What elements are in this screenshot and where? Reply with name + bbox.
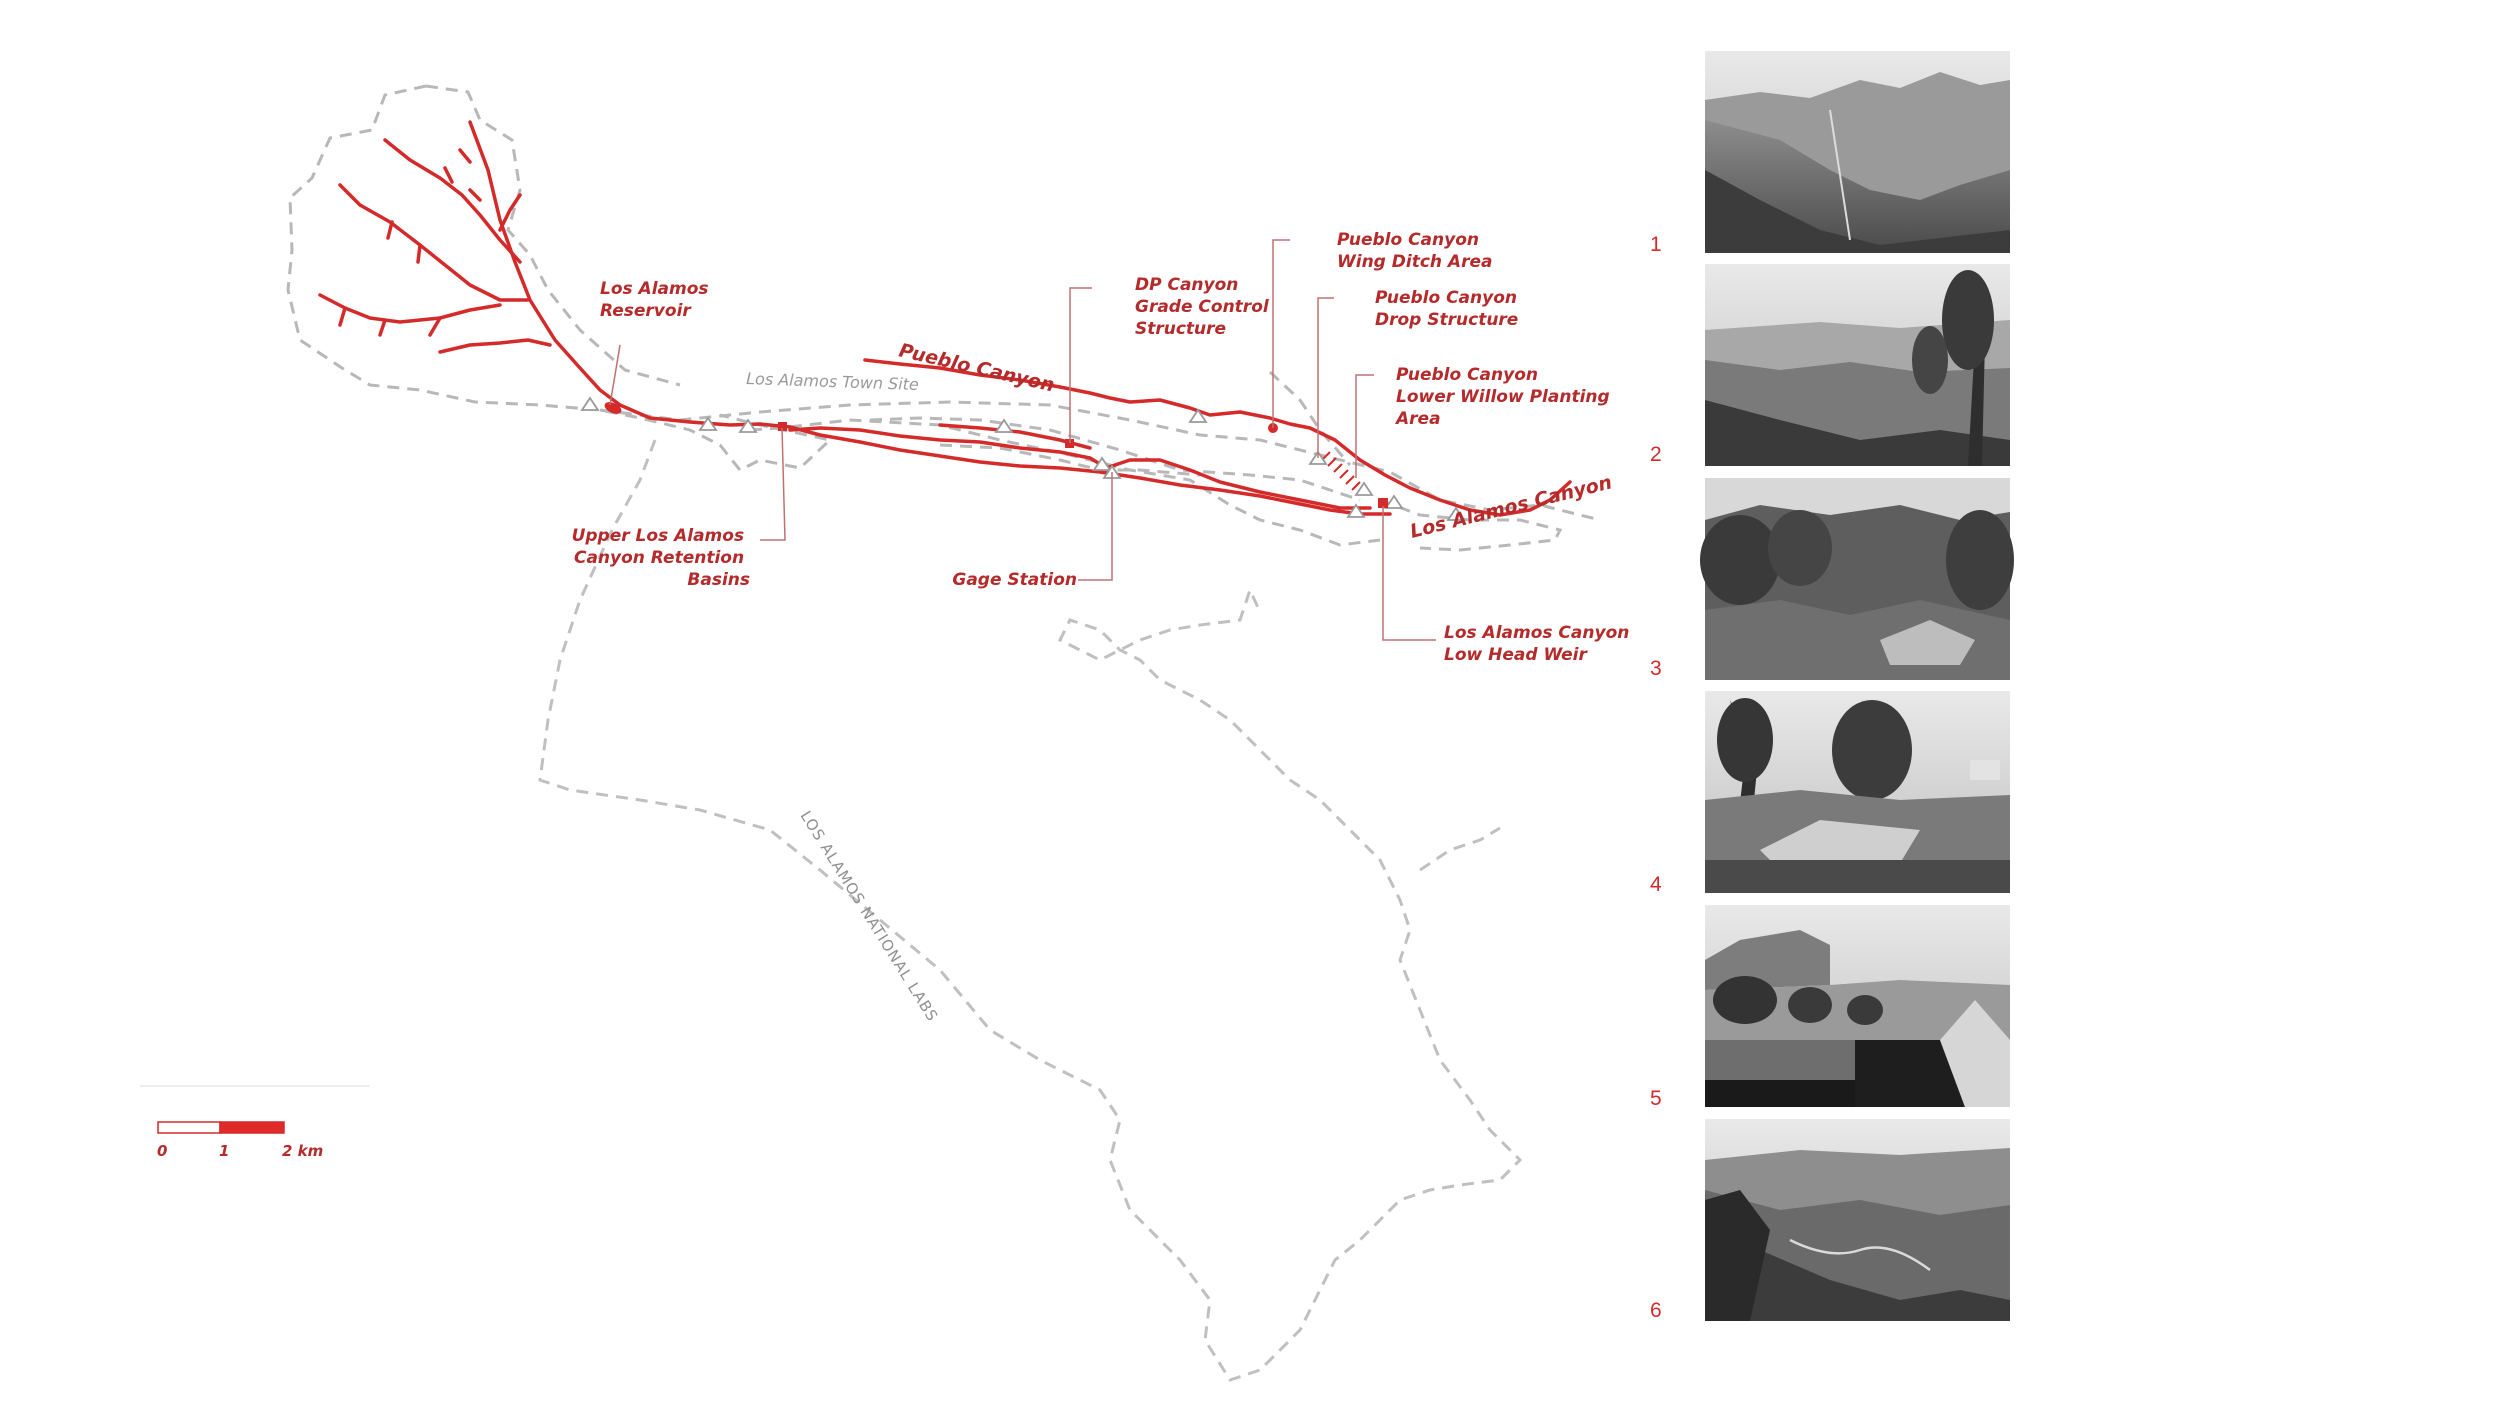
photo-6-canyon-landscape-photo [1705, 1119, 2010, 1321]
willow-planting-leader [1355, 374, 1374, 478]
drop-structure-label: Pueblo Canyon Drop Structure [1375, 288, 1523, 330]
wing-ditch-leader [1272, 239, 1290, 428]
photo-number-2: 2 [1650, 443, 1662, 466]
pueblo-canyon-river-label: Pueblo Canyon [897, 339, 1057, 396]
retention-basins-leader [760, 427, 786, 541]
photo-4-weir-structure-photo [1705, 691, 2010, 893]
triangle-marker [698, 416, 718, 431]
dp-canyon-marker [1065, 439, 1074, 448]
upper-watershed-boundary [286, 84, 834, 472]
scale-tick-2: 2 km [282, 1142, 323, 1160]
reservoir-leader [609, 344, 621, 406]
photo-number-5: 5 [1650, 1087, 1662, 1110]
low-head-weir-label: Los Alamos Canyon Low Head Weir [1444, 623, 1635, 665]
drop-structure-leader [1317, 297, 1334, 458]
reservoir-tributaries [318, 120, 622, 407]
photo-2-valley-overlook-photo [1705, 264, 2010, 466]
gage-triangle-markers [580, 396, 1466, 521]
scale-segment-red [219, 1121, 285, 1134]
photo-numbers: 1 2 3 4 5 6 [1650, 233, 1662, 1322]
drop-structure-hatch [1321, 451, 1361, 491]
gage-station-leader [1078, 472, 1113, 581]
photo-number-3: 3 [1650, 657, 1662, 680]
dp-canyon-leader [1069, 287, 1092, 443]
willow-planting-label: Pueblo Canyon Lower Willow Planting Area [1394, 365, 1616, 429]
photo-number-4: 4 [1650, 873, 1662, 896]
retention-basins-marker [778, 422, 787, 431]
scale-segment-white [157, 1121, 221, 1134]
photo-1-mountain-canyon-photo [1705, 51, 2010, 253]
low-head-weir-leader [1382, 506, 1436, 641]
photo-3-forest-canyon-photo [1700, 478, 2014, 680]
labs-boundary [538, 439, 1523, 1382]
wing-ditch-label: Pueblo Canyon Wing Ditch Area [1337, 230, 1492, 272]
triangle-marker [1384, 494, 1404, 509]
los-alamos-canyon-river-label: Los Alamos Canyon [1408, 471, 1614, 542]
triangle-marker [994, 418, 1014, 433]
triangle-marker [1354, 481, 1374, 496]
leader-lines [609, 239, 1436, 641]
reservoir-label: Los Alamos Reservoir [600, 279, 714, 321]
photo-number-6: 6 [1650, 1299, 1662, 1322]
dp-canyon-label: DP Canyon Grade Control Structure [1135, 275, 1275, 339]
scale-tick-0: 0 [157, 1142, 167, 1160]
triangle-marker [738, 418, 758, 433]
triangle-marker [580, 396, 600, 411]
town-site-label: Los Alamos Town Site [746, 369, 919, 394]
reservoir-marker [604, 402, 622, 414]
triangle-marker [1092, 456, 1112, 471]
scale-bar: 0 1 2 km [140, 1085, 370, 1160]
canyon-corridor-boundary [599, 370, 1601, 552]
scale-tick-1: 1 [219, 1142, 229, 1160]
photo-number-1: 1 [1650, 233, 1662, 256]
gage-station-label: Gage Station [952, 570, 1077, 590]
low-head-weir-marker [1378, 498, 1388, 508]
pueblo-canyon-river [863, 358, 1572, 517]
photo-5-mesa-pond-photo [1705, 905, 2010, 1107]
retention-basins-label: Upper Los Alamos Canyon Retention Basins [572, 526, 750, 590]
triangle-marker [1446, 506, 1466, 521]
triangle-marker [1188, 408, 1208, 423]
triangle-marker [1346, 503, 1366, 518]
labs-label: LOS ALAMOS NATIONAL LABS [797, 808, 942, 1025]
